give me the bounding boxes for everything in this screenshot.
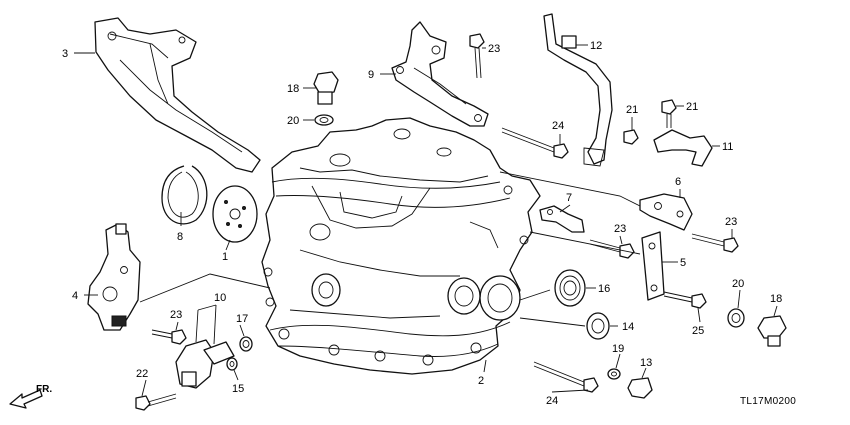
part-21-bolt-left[interactable] (623, 129, 639, 145)
label-part-4[interactable]: 4 (72, 290, 78, 302)
part-5-plate-bracket[interactable] (641, 231, 665, 301)
part-10-speed-sensor[interactable] (175, 339, 235, 389)
part-13-plug[interactable] (627, 377, 653, 399)
part-19-washer[interactable] (607, 368, 621, 380)
label-part-22[interactable]: 22 (136, 368, 148, 380)
label-part-19[interactable]: 19 (612, 343, 624, 355)
label-part-14[interactable]: 14 (622, 321, 634, 333)
part-23-bolt-mid[interactable] (589, 239, 635, 259)
label-part-3[interactable]: 3 (62, 48, 68, 60)
part-8-snap-ring[interactable] (161, 165, 208, 225)
part-4-side-bracket[interactable] (87, 223, 141, 331)
part-labels: 3 4 8 1 9 18 20 23 12 24 21 21 11 6 7 23… (62, 40, 782, 407)
label-part-5[interactable]: 5 (680, 257, 686, 269)
label-part-18-top[interactable]: 18 (287, 83, 299, 95)
label-part-6[interactable]: 6 (675, 176, 681, 188)
label-part-23-right[interactable]: 23 (725, 216, 737, 228)
part-16-oil-seal[interactable] (554, 269, 586, 307)
part-9-bracket[interactable] (391, 21, 489, 127)
part-18-drain-bolt-right[interactable] (757, 315, 787, 347)
part-20-washer-top[interactable] (314, 114, 334, 126)
part-23-bolt-left[interactable] (151, 329, 187, 345)
label-part-24-top[interactable]: 24 (552, 120, 564, 132)
label-part-8[interactable]: 8 (177, 231, 183, 243)
part-12-stay[interactable] (543, 13, 613, 167)
part-1-oil-guide-plate[interactable] (212, 185, 258, 243)
part-17-o-ring[interactable] (239, 336, 253, 352)
part-3-upper-bracket[interactable] (94, 17, 261, 173)
label-part-24-bottom[interactable]: 24 (546, 395, 558, 407)
label-part-23-top[interactable]: 23 (488, 43, 500, 55)
label-part-17[interactable]: 17 (236, 313, 248, 325)
label-part-20-right[interactable]: 20 (732, 278, 744, 290)
front-arrow-icon (9, 389, 43, 409)
label-part-23-left[interactable]: 23 (170, 309, 182, 321)
part-6-bracket[interactable] (639, 193, 693, 231)
part-2-transmission-housing[interactable] (261, 117, 541, 375)
part-11-clamp[interactable] (653, 129, 713, 167)
part-22-bolt[interactable] (135, 393, 177, 411)
label-part-23-mid[interactable]: 23 (614, 223, 626, 235)
leader-lines (74, 44, 778, 397)
part-21-bolt-right[interactable] (661, 99, 677, 128)
front-label: FR. (36, 384, 52, 395)
part-14-oil-seal[interactable] (586, 312, 610, 340)
reference-lines (139, 171, 641, 327)
label-part-7[interactable]: 7 (566, 192, 572, 204)
part-25-bolt[interactable] (663, 291, 707, 309)
part-7-small-bracket[interactable] (539, 205, 585, 233)
label-part-21-right[interactable]: 21 (686, 101, 698, 113)
label-part-1[interactable]: 1 (222, 251, 228, 263)
part-15-washer[interactable] (226, 357, 238, 371)
part-23-bolt-top[interactable] (469, 33, 485, 79)
diagram-code: TL17M0200 (740, 396, 796, 407)
label-part-12[interactable]: 12 (590, 40, 602, 52)
label-part-11[interactable]: 11 (722, 141, 733, 153)
part-18-drain-bolt-top[interactable] (313, 71, 339, 105)
front-direction-marker: FR. (9, 384, 52, 409)
label-part-18-right[interactable]: 18 (770, 293, 782, 305)
label-part-20-top[interactable]: 20 (287, 115, 299, 127)
part-24-bolt-bottom[interactable] (533, 361, 599, 393)
label-part-15[interactable]: 15 (232, 383, 244, 395)
part-23-bolt-right[interactable] (691, 233, 739, 253)
label-part-25[interactable]: 25 (692, 325, 704, 337)
label-part-2[interactable]: 2 (478, 375, 484, 387)
label-part-10[interactable]: 10 (214, 292, 226, 304)
label-part-16[interactable]: 16 (598, 283, 610, 295)
label-part-21-left[interactable]: 21 (626, 104, 638, 116)
part-24-bolt-top[interactable] (501, 127, 569, 159)
part-20-washer-right[interactable] (727, 308, 745, 328)
label-part-13[interactable]: 13 (640, 357, 652, 369)
label-part-9[interactable]: 9 (368, 69, 374, 81)
